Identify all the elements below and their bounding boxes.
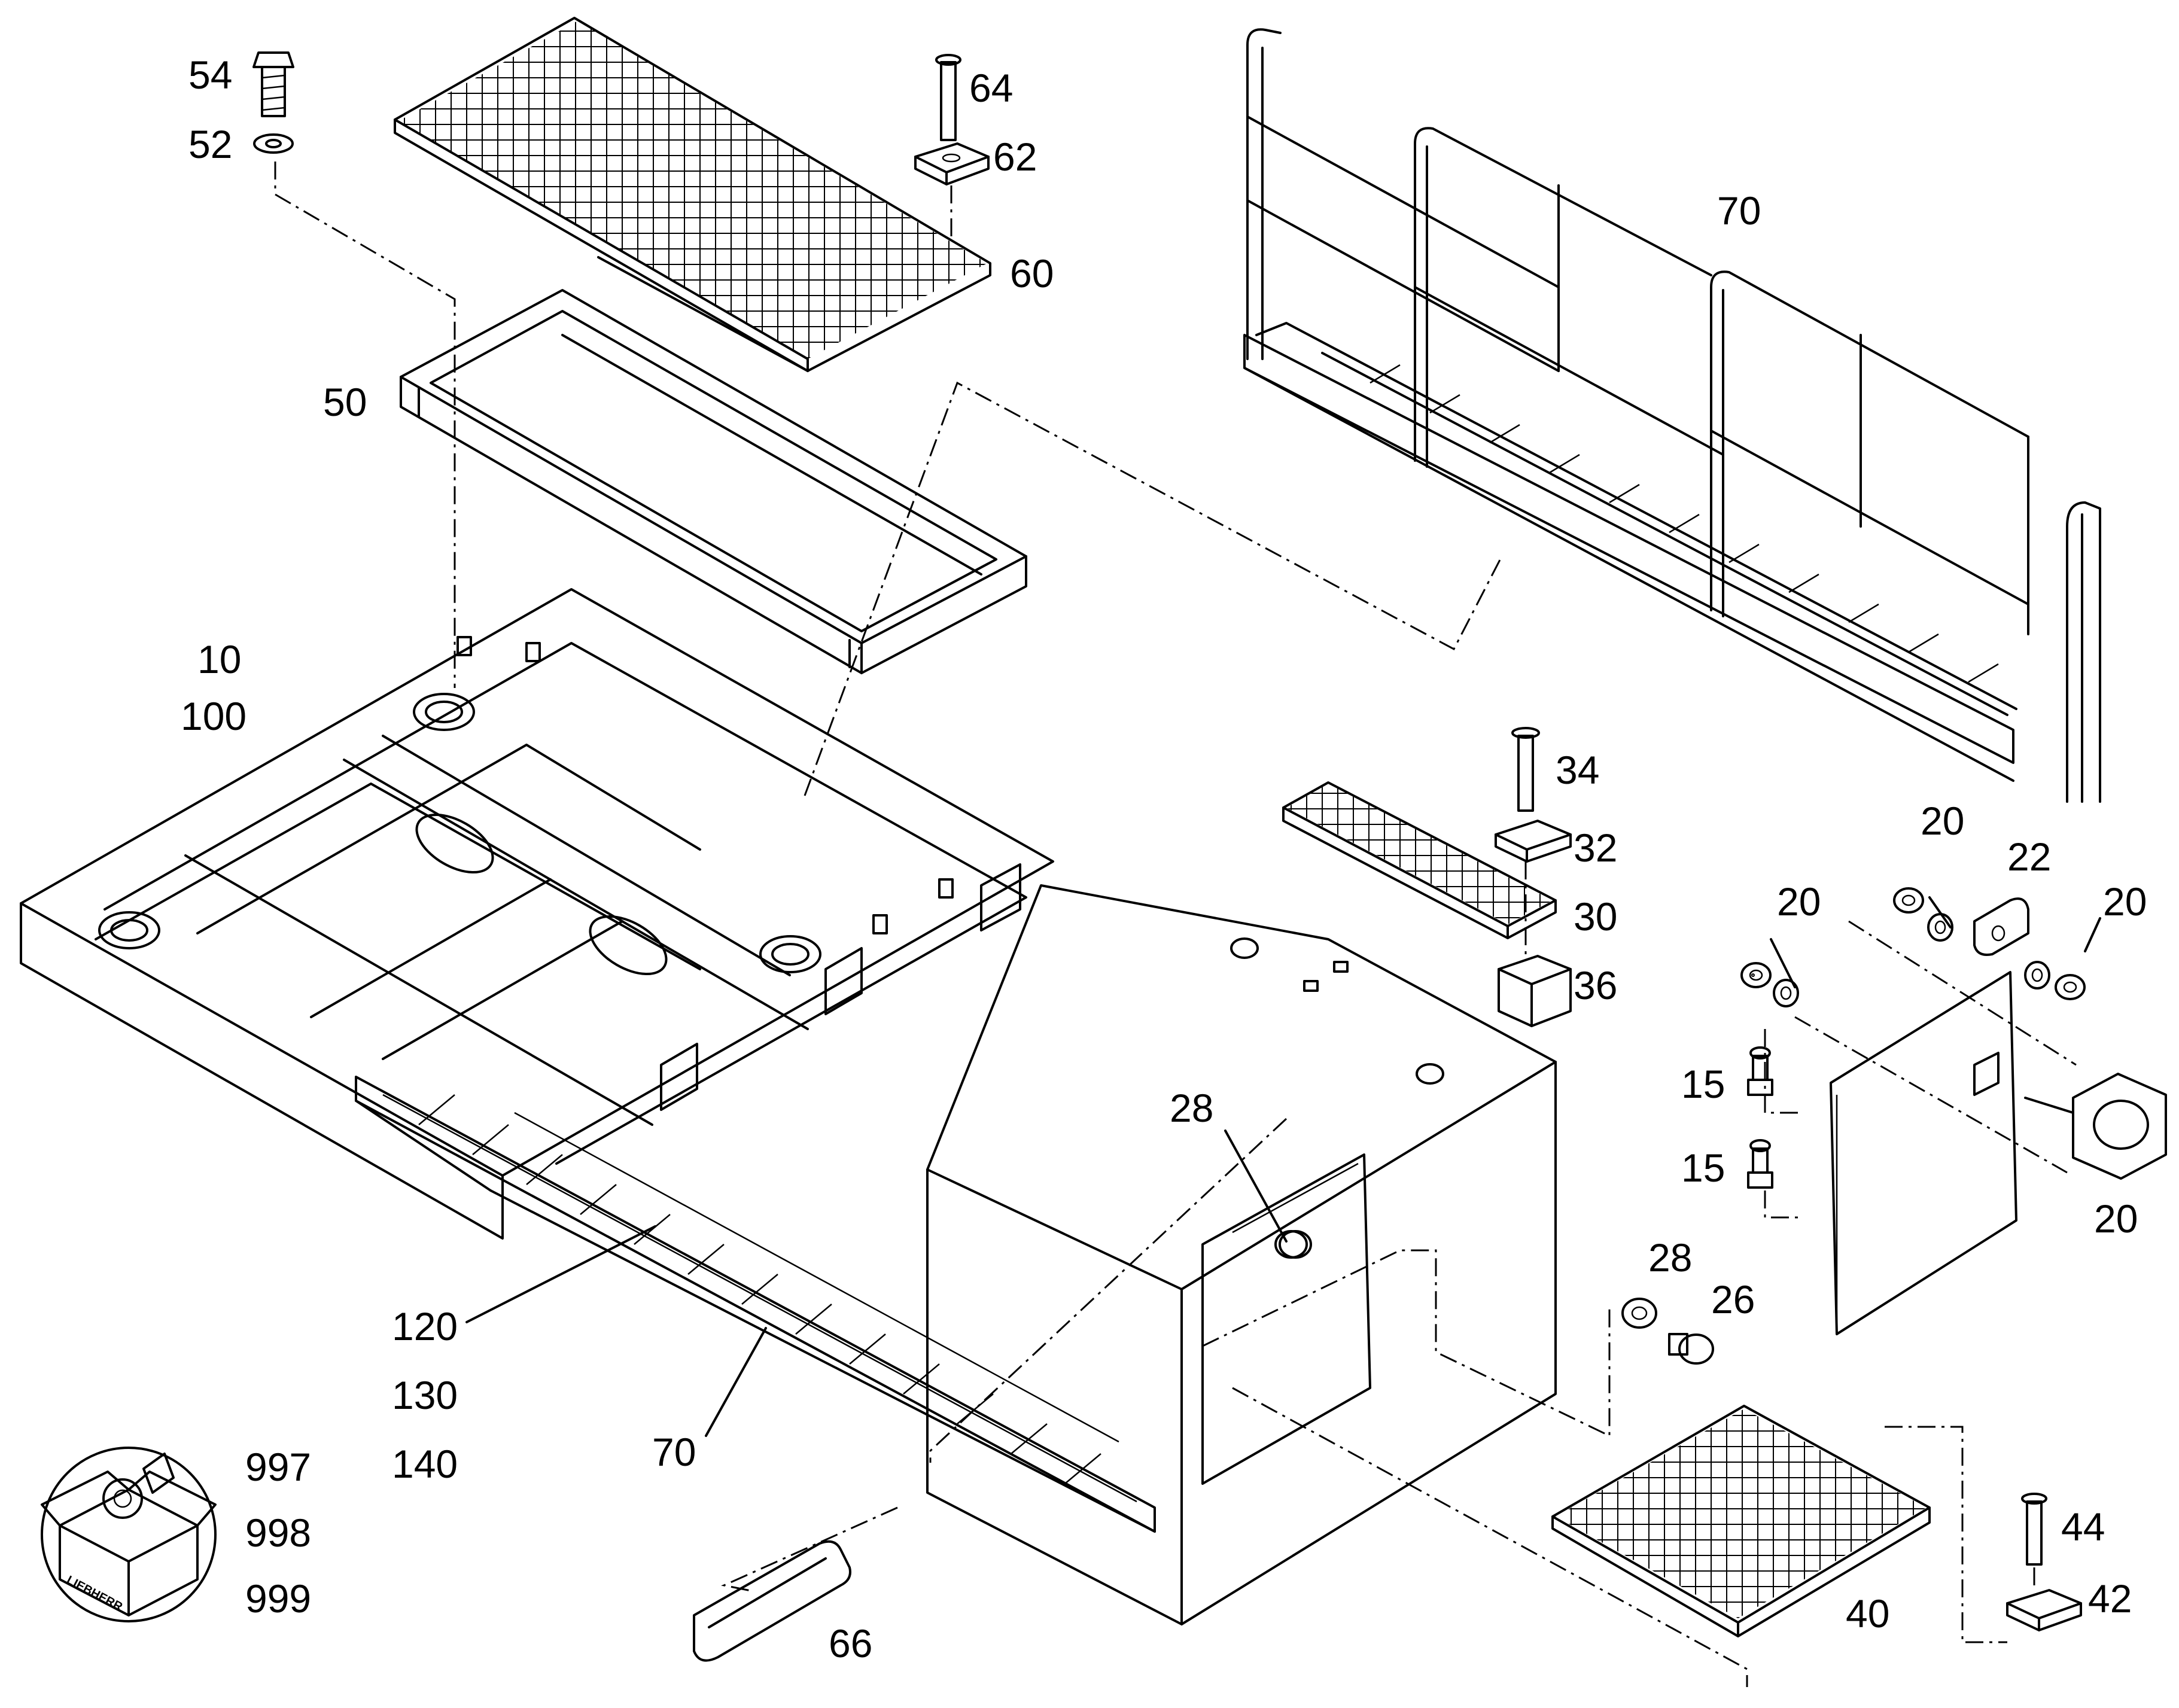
callout-labels: 54 52 64 62 60 50 10 100 70 34 32 30 36 … <box>181 53 2147 1666</box>
nut-20-b <box>1751 887 1924 977</box>
callout-20-c: 20 <box>2103 879 2147 924</box>
washer-52 <box>253 133 294 154</box>
callout-32: 32 <box>1574 826 1617 870</box>
callout-28-a: 28 <box>1170 1086 1213 1130</box>
callout-999: 999 <box>245 1576 311 1621</box>
callout-140: 140 <box>392 1442 458 1486</box>
step-70-bottom <box>355 1076 1156 1533</box>
handle-66 <box>693 1540 851 1662</box>
callout-66: 66 <box>829 1621 872 1666</box>
plate-62 <box>914 142 990 185</box>
callout-50: 50 <box>323 380 367 424</box>
callout-998: 998 <box>245 1511 311 1555</box>
callout-60: 60 <box>1010 251 1054 296</box>
callout-42: 42 <box>2088 1576 2132 1621</box>
door-panel <box>1830 971 2017 1335</box>
frame-50 <box>400 289 1027 674</box>
callout-100: 100 <box>181 694 246 738</box>
callout-28-b: 28 <box>1648 1235 1692 1280</box>
washer-20-a <box>1773 979 1799 1007</box>
callout-64: 64 <box>969 66 1013 110</box>
cap-26 <box>1668 1333 1714 1365</box>
plate-32 <box>1495 820 1572 863</box>
parts-box-icon: LIEBHERR <box>41 1447 217 1622</box>
grease-nipple-15-b <box>1747 1139 1773 1189</box>
tank-body-120 <box>926 884 1557 1625</box>
callout-26: 26 <box>1711 1277 1755 1322</box>
callout-34: 34 <box>1556 748 1599 792</box>
callout-15-a: 15 <box>1681 1062 1725 1106</box>
washer-20-c <box>2024 961 2050 990</box>
callout-20-a: 20 <box>1777 879 1821 924</box>
grating-40 <box>1551 1405 1931 1637</box>
callout-70-bottom: 70 <box>652 1430 696 1474</box>
callout-997: 997 <box>245 1445 311 1489</box>
callout-10: 10 <box>197 637 241 681</box>
bolt-34 <box>1511 727 1540 812</box>
main-frame-10 <box>20 588 1054 1240</box>
callout-130: 130 <box>392 1373 458 1417</box>
callout-70-top: 70 <box>1717 188 1761 233</box>
latch-22 <box>1973 897 2029 956</box>
grease-nipple-15-a <box>1747 1046 1773 1096</box>
callout-22: 22 <box>2007 835 2051 879</box>
callout-120: 120 <box>392 1304 458 1348</box>
bolt-44 <box>2021 1493 2047 1566</box>
callout-40: 40 <box>1846 1591 1889 1636</box>
lock-20 <box>2024 1073 2167 1180</box>
nut-28-b <box>1621 1298 1657 1329</box>
svg-text:LIEBHERR: LIEBHERR <box>65 1573 125 1614</box>
callout-62: 62 <box>993 135 1037 179</box>
nut-28-a <box>1274 1230 1308 1259</box>
callout-30: 30 <box>1574 894 1617 939</box>
railing-step-70-top <box>1243 28 2101 803</box>
callout-15-b: 15 <box>1681 1146 1725 1190</box>
grating-30 <box>1282 781 1557 939</box>
washer-20-b <box>1927 913 1953 942</box>
callout-52: 52 <box>188 122 232 166</box>
plate-42 <box>2006 1589 2082 1631</box>
grating-60 <box>394 17 991 372</box>
callout-20-d: 20 <box>2094 1196 2138 1241</box>
nut-20-c <box>2055 974 2086 1000</box>
leader-lines <box>274 162 2077 1687</box>
callout-44: 44 <box>2061 1505 2105 1549</box>
block-36 <box>1498 955 1572 1027</box>
callout-36: 36 <box>1574 963 1617 1007</box>
nut-20-a <box>1740 962 1772 988</box>
bolt-64 <box>935 54 961 141</box>
bolt-54 <box>252 51 294 117</box>
callout-pointers <box>465 896 2101 1437</box>
callout-20-b: 20 <box>1921 799 1964 843</box>
callout-54: 54 <box>188 53 232 97</box>
